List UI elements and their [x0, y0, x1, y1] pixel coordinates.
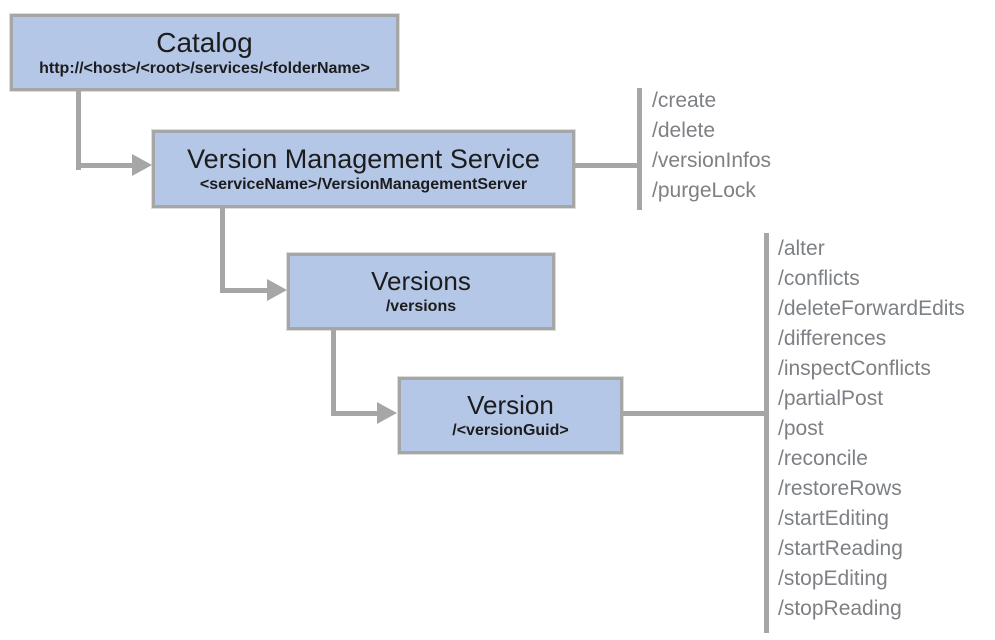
endpoint-item: /stopEditing [778, 567, 888, 590]
endpoint-item: /versionInfos [652, 149, 772, 172]
arrowhead-icon [267, 279, 287, 301]
node-version-management-service: Version Management Service <serviceName>… [152, 130, 575, 208]
endpoint-item: /conflicts [778, 267, 860, 290]
node-version: Version /<versionGuid> [398, 377, 623, 454]
arrowhead-icon [377, 402, 397, 424]
connector-versions-to-version-horizontal [331, 411, 379, 416]
endpoint-item: /deleteForwardEdits [778, 297, 965, 320]
connector-versions-to-version-vertical [331, 329, 336, 416]
connector-version-to-endpoints [623, 411, 765, 416]
node-version-subtitle: /<versionGuid> [452, 421, 569, 439]
connector-vms-to-versions-horizontal [220, 288, 269, 293]
node-versions-title: Versions [371, 265, 471, 296]
endpoint-item: /startReading [778, 537, 903, 560]
endpoint-item: /reconcile [778, 447, 868, 470]
node-catalog-title: Catalog [156, 26, 253, 58]
endpoint-item: /create [652, 89, 717, 112]
connector-catalog-to-vms-horizontal [76, 163, 134, 168]
endpoint-list-version: /alter/conflicts/deleteForwardEdits/diff… [778, 234, 965, 624]
node-version-title: Version [467, 389, 554, 420]
connector-vms-to-versions-vertical [220, 207, 225, 293]
node-version-management-service-subtitle: <serviceName>/VersionManagementServer [199, 175, 528, 193]
node-versions: Versions /versions [287, 253, 555, 330]
node-catalog: Catalog http://<host>/<root>/services/<f… [10, 14, 399, 91]
endpoint-item: /post [778, 417, 824, 440]
endpoint-item: /delete [652, 119, 716, 142]
node-catalog-subtitle: http://<host>/<root>/services/<folderNam… [39, 60, 370, 77]
endpoint-item: /differences [778, 327, 887, 350]
arrowhead-icon [132, 154, 152, 176]
node-version-management-service-title: Version Management Service [187, 143, 540, 174]
endpoint-item: /partialPost [778, 387, 884, 410]
endpoint-item: /restoreRows [778, 477, 902, 500]
endpoint-bracket-vms [637, 88, 642, 210]
endpoint-item: /inspectConflicts [778, 357, 931, 380]
connector-vms-to-endpoints [575, 163, 638, 168]
endpoint-item: /alter [778, 237, 825, 260]
endpoint-bracket-version [764, 233, 769, 633]
endpoint-item: /purgeLock [652, 179, 756, 202]
endpoint-item: /startEditing [778, 507, 889, 530]
connector-catalog-to-vms-vertical [76, 91, 81, 170]
node-versions-subtitle: /versions [385, 297, 457, 315]
endpoint-item: /stopReading [778, 597, 902, 620]
endpoint-list-vms: /create/delete/versionInfos/purgeLock [652, 86, 771, 206]
